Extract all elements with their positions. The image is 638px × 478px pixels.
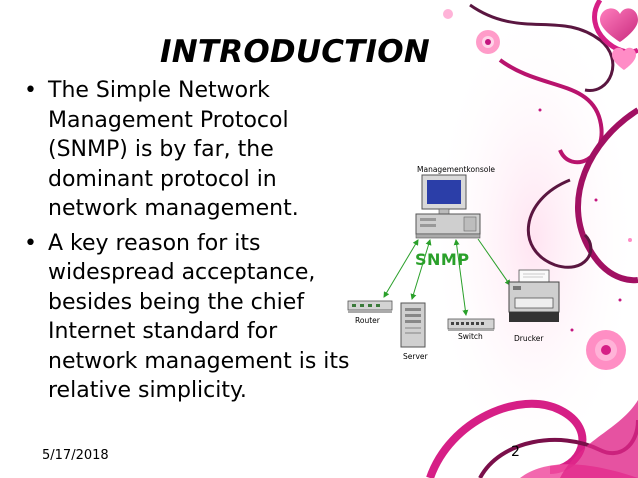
drucker-printer-icon <box>508 269 560 322</box>
bullet-list: • The Simple Network Management Protocol… <box>20 76 380 411</box>
slide-number: 2 <box>511 444 520 460</box>
bullet-item: • The Simple Network Management Protocol… <box>24 78 299 221</box>
switch-label: Switch <box>458 332 483 341</box>
management-console-label: Managementkonsole <box>417 165 496 174</box>
bullet-item: • A key reason for its widespread accept… <box>24 230 350 404</box>
server-icon <box>400 302 426 348</box>
switch-icon <box>447 318 495 331</box>
slide-date: 5/17/2018 <box>42 448 109 463</box>
router-label: Router <box>355 316 380 325</box>
router-icon <box>347 300 393 313</box>
bullet-dot-icon: • <box>24 78 37 103</box>
snmp-label: SNMP <box>415 250 470 269</box>
printer-label: Drucker <box>514 334 544 343</box>
management-console-icon <box>415 174 481 239</box>
server-label: Server <box>403 352 428 361</box>
slide-title: INTRODUCTION <box>160 34 430 70</box>
snmp-network-diagram <box>347 174 511 348</box>
bullet-dot-icon: • <box>24 230 37 256</box>
